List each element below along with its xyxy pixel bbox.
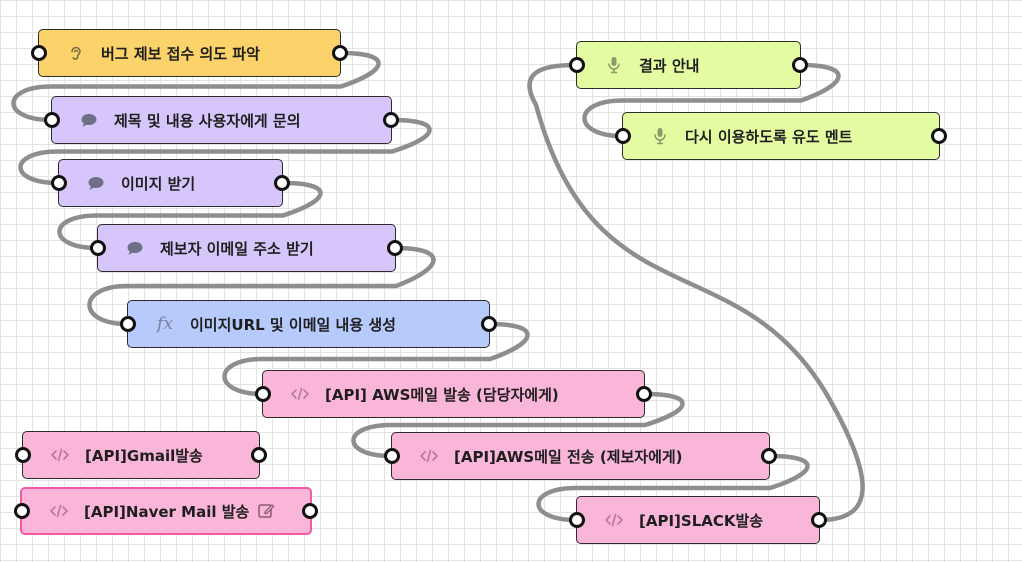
input-port[interactable] bbox=[569, 57, 585, 73]
function-icon: fx bbox=[157, 314, 173, 334]
input-port[interactable] bbox=[51, 175, 67, 191]
node-label: 제보자 이메일 주소 받기 bbox=[160, 239, 314, 258]
chat-bubble-icon bbox=[124, 241, 146, 256]
input-port[interactable] bbox=[31, 45, 47, 61]
microphone-icon bbox=[603, 56, 625, 74]
ear-icon bbox=[65, 45, 87, 62]
edit-icon[interactable] bbox=[257, 502, 275, 520]
node-label: [API]Gmail발송 bbox=[85, 446, 203, 465]
input-port[interactable] bbox=[120, 316, 136, 332]
node-label: [API]AWS메일 전송 (제보자에게) bbox=[454, 447, 683, 466]
chat-bubble-icon bbox=[85, 176, 107, 191]
input-port[interactable] bbox=[384, 448, 400, 464]
connection-result-to-retry[interactable] bbox=[582, 62, 841, 139]
node-aws-reporter[interactable]: [API]AWS메일 전송 (제보자에게) bbox=[384, 432, 777, 480]
code-icon bbox=[289, 387, 311, 401]
node-aws-manager[interactable]: [API] AWS메일 발송 (담당자에게) bbox=[255, 370, 652, 418]
node-label: [API] AWS메일 발송 (담당자에게) bbox=[325, 385, 559, 404]
output-port[interactable] bbox=[931, 128, 947, 144]
node-result-guide[interactable]: 결과 안내 bbox=[569, 41, 808, 89]
output-port[interactable] bbox=[251, 447, 267, 463]
input-port[interactable] bbox=[14, 503, 30, 519]
output-port[interactable] bbox=[792, 57, 808, 73]
node-label: [API]Naver Mail 발송 bbox=[84, 502, 250, 521]
input-port[interactable] bbox=[90, 240, 106, 256]
node-naver-mail[interactable]: [API]Naver Mail 발송 bbox=[14, 487, 318, 535]
connection-get-image-to-get-email[interactable] bbox=[57, 180, 323, 251]
node-label: 제목 및 내용 사용자에게 문의 bbox=[114, 111, 301, 130]
output-port[interactable] bbox=[481, 316, 497, 332]
code-icon bbox=[48, 504, 70, 518]
output-port[interactable] bbox=[636, 386, 652, 402]
connection-ask-title-to-get-image[interactable] bbox=[18, 117, 432, 186]
input-port[interactable] bbox=[569, 512, 585, 528]
connection-aws-manager-to-aws-reporter[interactable] bbox=[351, 391, 685, 459]
node-label: 결과 안내 bbox=[639, 56, 700, 75]
output-port[interactable] bbox=[387, 240, 403, 256]
output-port[interactable] bbox=[274, 175, 290, 191]
connection-build-content-to-aws-manager[interactable] bbox=[222, 321, 530, 397]
output-port[interactable] bbox=[332, 45, 348, 61]
node-label: 버그 제보 접수 의도 파악 bbox=[101, 44, 260, 63]
output-port[interactable] bbox=[811, 512, 827, 528]
node-get-email[interactable]: 제보자 이메일 주소 받기 bbox=[90, 224, 403, 272]
output-port[interactable] bbox=[761, 448, 777, 464]
node-ask-title[interactable]: 제목 및 내용 사용자에게 문의 bbox=[44, 96, 399, 144]
connection-bug-intent-to-ask-title[interactable] bbox=[11, 50, 381, 123]
node-label: 이미지 받기 bbox=[121, 174, 196, 193]
node-bug-intent[interactable]: 버그 제보 접수 의도 파악 bbox=[31, 29, 348, 77]
node-label: [API]SLACK발송 bbox=[639, 511, 764, 530]
microphone-icon bbox=[649, 127, 671, 145]
node-build-content[interactable]: fx 이미지URL 및 이메일 내용 생성 bbox=[120, 300, 497, 348]
node-slack[interactable]: [API]SLACK발송 bbox=[569, 496, 827, 544]
code-icon bbox=[603, 513, 625, 527]
connection-get-email-to-build-content[interactable] bbox=[87, 245, 436, 327]
code-icon bbox=[49, 448, 71, 462]
output-port[interactable] bbox=[302, 503, 318, 519]
input-port[interactable] bbox=[615, 128, 631, 144]
input-port[interactable] bbox=[44, 112, 60, 128]
node-retry-ment[interactable]: 다시 이용하도록 유도 멘트 bbox=[615, 112, 947, 160]
node-gmail[interactable]: [API]Gmail발송 bbox=[15, 431, 267, 479]
chat-bubble-icon bbox=[78, 113, 100, 128]
input-port[interactable] bbox=[15, 447, 31, 463]
node-get-image[interactable]: 이미지 받기 bbox=[51, 159, 290, 207]
code-icon bbox=[418, 449, 440, 463]
input-port[interactable] bbox=[255, 386, 271, 402]
connection-slack-to-result[interactable] bbox=[527, 62, 865, 523]
node-label: 이미지URL 및 이메일 내용 생성 bbox=[190, 315, 396, 334]
output-port[interactable] bbox=[383, 112, 399, 128]
node-label: 다시 이용하도록 유도 멘트 bbox=[685, 127, 853, 146]
connection-aws-reporter-to-slack[interactable] bbox=[536, 453, 810, 523]
